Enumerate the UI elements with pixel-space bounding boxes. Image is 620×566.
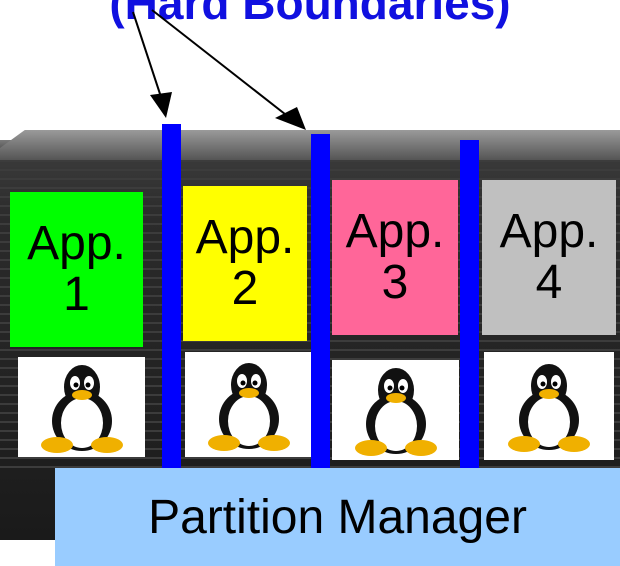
linux-penguin-icon — [185, 352, 312, 457]
chassis-slat — [0, 322, 620, 324]
app-number: 2 — [231, 261, 259, 315]
app-box-2: App. 2 — [183, 186, 307, 341]
chassis-slat — [0, 205, 620, 207]
chassis-slat — [0, 286, 620, 288]
chassis-slat — [0, 313, 620, 315]
chassis-slat — [0, 160, 620, 162]
arrow-to-divider-2 — [151, 9, 291, 119]
chassis-slat — [0, 241, 620, 243]
chassis-slat — [0, 331, 620, 333]
app-label: App. — [345, 205, 445, 259]
chassis-slat — [0, 349, 620, 351]
partition-divider-2 — [311, 134, 330, 476]
chassis-slat — [0, 250, 620, 252]
app-box-3: App. 3 — [332, 180, 458, 335]
arrowhead-2 — [275, 107, 306, 130]
app-label: App. — [499, 205, 599, 259]
chassis-slat — [0, 223, 620, 225]
chassis-slat — [0, 340, 620, 342]
chassis-slat — [0, 196, 620, 198]
app-box-4: App. 4 — [482, 180, 616, 335]
chassis-slat — [0, 304, 620, 306]
chassis-slat — [0, 178, 620, 180]
app-label: App. — [27, 217, 126, 271]
arrow-to-divider-1 — [132, 11, 163, 101]
linux-penguin-icon — [18, 357, 145, 457]
chassis-slat — [0, 457, 620, 459]
chassis-slat — [0, 187, 620, 189]
app-number: 3 — [381, 255, 409, 309]
partition-manager-label: Partition Manager — [148, 490, 527, 544]
chassis-slat — [0, 466, 620, 468]
chassis-slat — [0, 259, 620, 261]
chassis-slat — [0, 277, 620, 279]
partition-divider-3 — [460, 140, 479, 476]
partition-divider-1 — [162, 124, 181, 476]
app-number: 1 — [63, 267, 90, 321]
app-label: App. — [195, 211, 295, 265]
app-box-1: App. 1 — [10, 192, 143, 347]
chassis-slat — [0, 268, 620, 270]
linux-penguin-icon — [332, 360, 459, 460]
chassis-slat — [0, 214, 620, 216]
server-top-panel — [0, 130, 620, 160]
diagram-title: (Hard Boundaries) — [109, 0, 511, 29]
chassis-slat — [0, 232, 620, 234]
chassis-slat — [0, 169, 620, 171]
arrowhead-1 — [150, 92, 172, 118]
app-number: 4 — [535, 255, 563, 309]
partition-manager-bar: Partition Manager — [55, 468, 620, 566]
chassis-slat — [0, 295, 620, 297]
linux-penguin-icon — [484, 352, 614, 460]
